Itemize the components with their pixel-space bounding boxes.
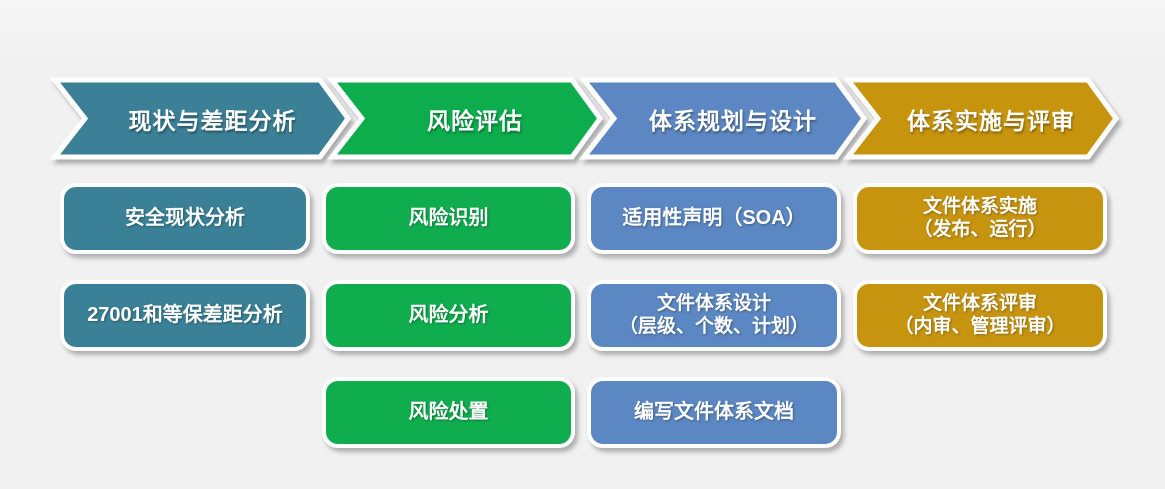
task-label: 文件体系设计 [656,293,771,315]
task-label: （发布、运行） [913,218,1047,240]
task-label: 编写文件体系文档 [634,400,794,423]
task-label: 27001和等保差距分析 [87,303,283,326]
task-label: 文件体系评审 [922,293,1037,315]
task-box-write-document-system: 编写文件体系文档 [587,377,841,448]
task-label: （内审、管理评审） [894,315,1066,337]
task-label: 风险识别 [408,206,489,229]
task-label: 风险分析 [408,303,489,326]
task-label: 文件体系实施 [922,196,1037,218]
task-label: 适用性声明（SOA） [622,206,806,229]
task-box-document-system-implementation: 文件体系实施 （发布、运行） [853,183,1107,254]
task-box-risk-analysis: 风险分析 [322,280,575,351]
task-box-soa-statement: 适用性声明（SOA） [587,183,841,254]
phase-arrow-2 [326,77,604,160]
task-box-risk-treatment: 风险处置 [322,377,575,448]
task-label: 风险处置 [408,400,489,423]
task-label: （层级、个数、计划） [618,315,809,337]
task-box-document-system-review: 文件体系评审 （内审、管理评审） [853,280,1107,351]
phase-chevron-band [49,77,1120,160]
phase-arrow-3 [578,77,868,160]
task-box-27001-gap-analysis: 27001和等保差距分析 [60,280,310,351]
task-label: 安全现状分析 [125,206,245,229]
task-box-risk-identification: 风险识别 [322,183,575,254]
task-box-document-system-design: 文件体系设计 （层级、个数、计划） [587,280,841,351]
phase-arrow-4 [842,77,1120,160]
phase-arrow-1 [49,77,352,160]
task-box-security-status-analysis: 安全现状分析 [60,183,310,254]
